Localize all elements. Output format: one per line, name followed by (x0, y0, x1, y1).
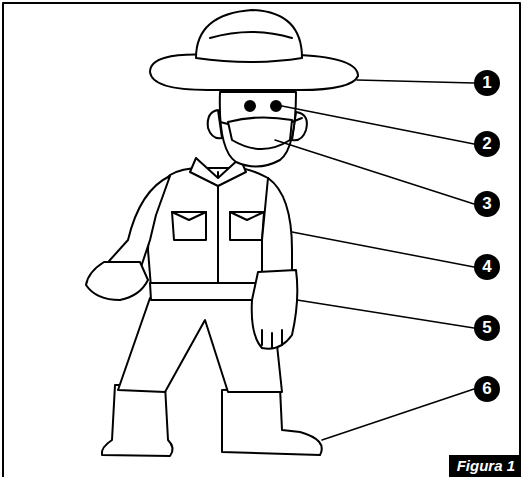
left-pocket (172, 212, 206, 240)
hat-crown (196, 10, 302, 62)
right-pocket (230, 212, 264, 240)
shirt-placket (217, 172, 219, 283)
leader-line (322, 389, 474, 440)
right-eye (271, 101, 281, 111)
right-boot (222, 388, 322, 455)
head (220, 92, 296, 167)
callout-number: 1 (474, 70, 500, 96)
leader-line (275, 140, 474, 204)
callout-number: 6 (474, 376, 500, 402)
left-glove (86, 262, 148, 300)
leader-line (292, 232, 474, 267)
right-glove (252, 270, 298, 349)
left-eye (245, 101, 255, 111)
callout-number: 4 (474, 254, 500, 280)
left-boot (102, 385, 173, 456)
face-mask (228, 117, 292, 149)
hat-crease (210, 32, 292, 38)
right-sleeve (262, 178, 292, 277)
mask-straps (220, 118, 302, 124)
glove-fingers (262, 330, 282, 348)
callout-number: 3 (474, 191, 500, 217)
leader-line (297, 300, 474, 328)
leader-line (357, 80, 474, 83)
leader-line (282, 106, 474, 144)
left-pocket-flap (172, 212, 206, 220)
right-pocket-flap (230, 212, 264, 220)
figure-label: Figura 1 (449, 455, 521, 477)
callout-number: 2 (474, 131, 500, 157)
frame-border (3, 3, 520, 477)
callout-number: 5 (474, 315, 500, 341)
